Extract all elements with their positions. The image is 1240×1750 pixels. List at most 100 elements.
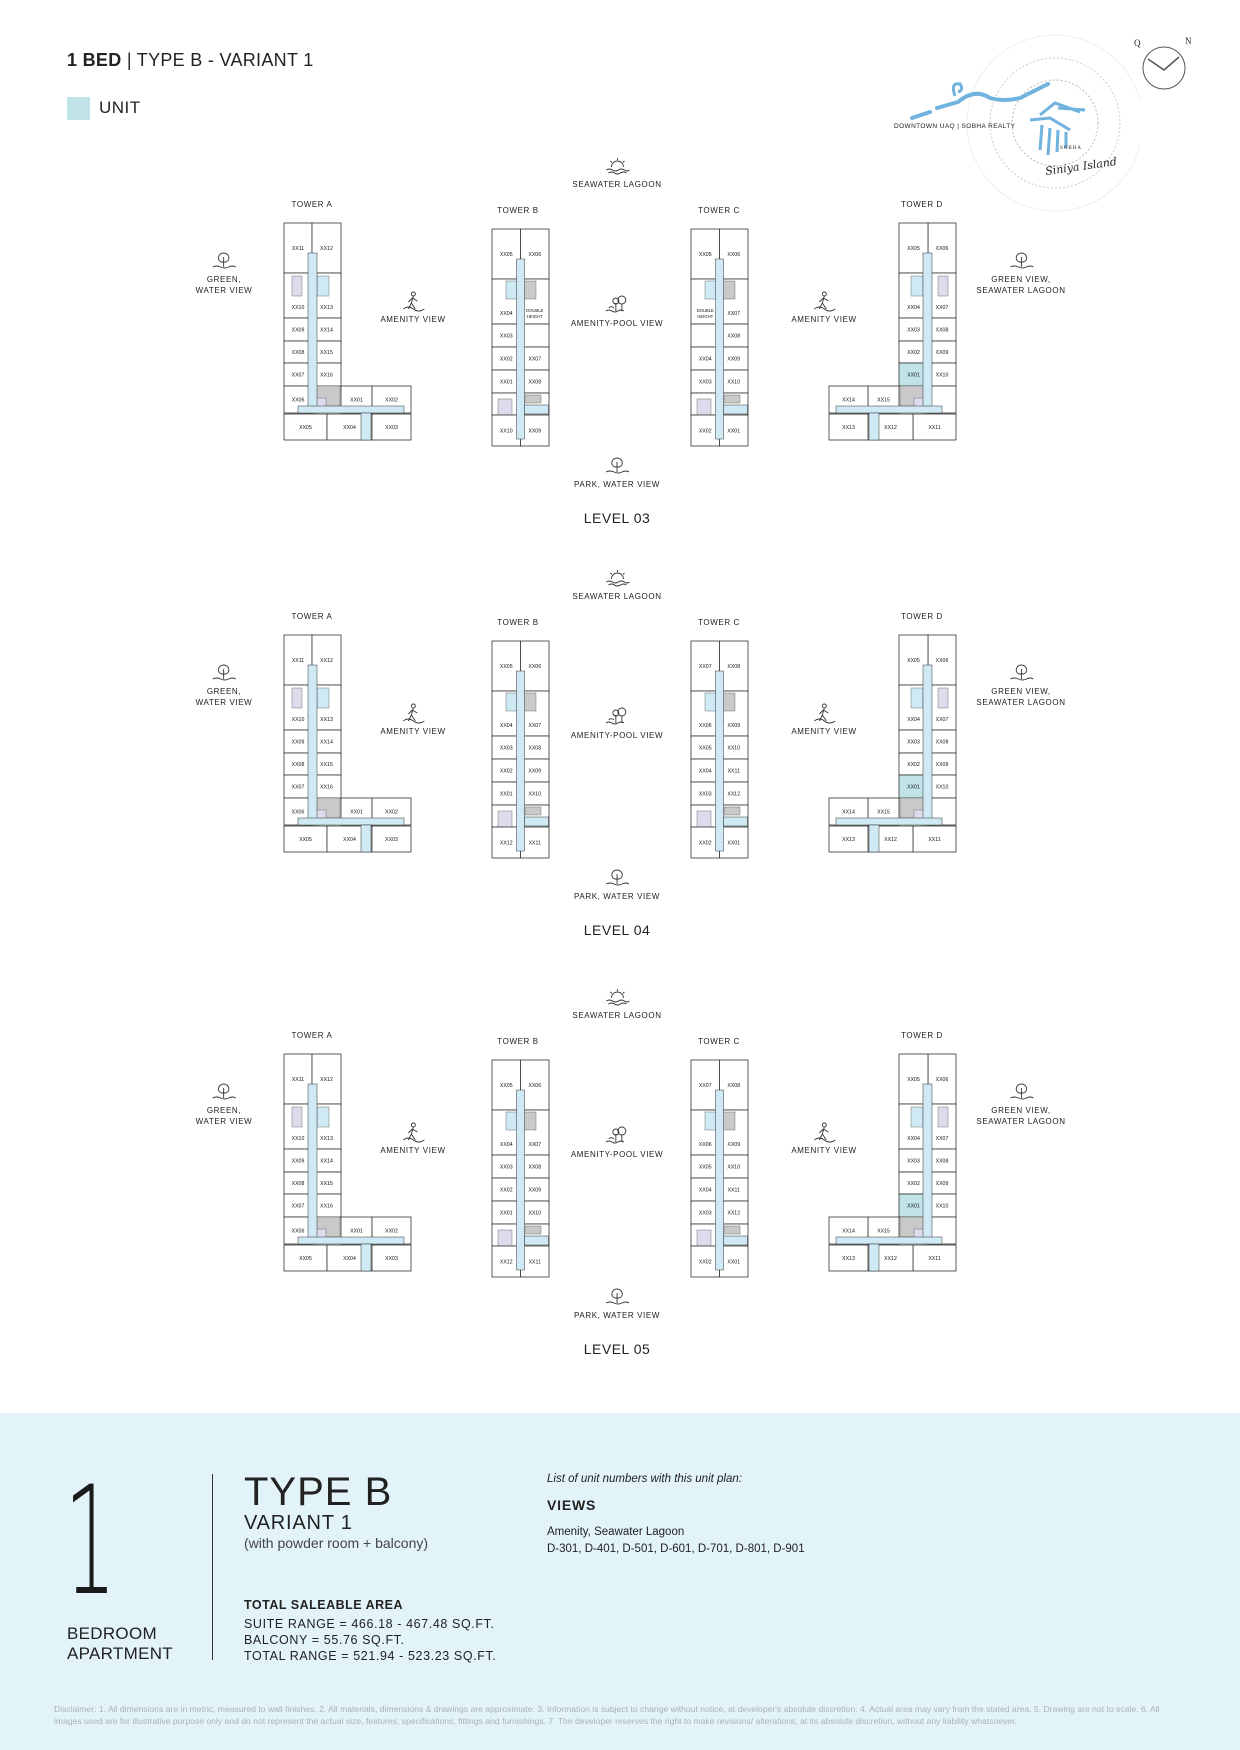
amenity-pool-view: AMENITY-POOL VIEW [571,294,663,329]
view-label: PARK, WATER VIEW [574,1311,660,1320]
unit-cell[interactable] [719,414,749,447]
unit-label: XX04 [500,1142,513,1148]
unit-cell[interactable] [719,1245,749,1278]
corridor [360,1243,372,1272]
unit-cell[interactable] [927,634,957,686]
unit-label: XX12 [320,658,333,664]
unit-cell[interactable] [690,414,720,447]
amenity-icon [402,703,425,724]
unit-cell[interactable] [283,1244,328,1272]
unit-cell[interactable] [283,634,313,686]
view-label: SEAWATER LAGOON [572,180,662,189]
unit-label: XX05 [299,1256,312,1262]
lobby [505,1111,519,1131]
corridor [524,816,549,827]
amenity-icon [813,1122,836,1143]
views-value: Amenity, Seawater Lagoon [547,1526,685,1538]
unit-cell[interactable] [283,222,313,274]
unit-label: XX13 [320,305,333,311]
unit-label: XX04 [500,311,513,317]
tower-d-plan: XX06XX05XX07XX04XX08XX03XX09XX02XX10XX01… [828,634,957,853]
unit-label: XX03 [500,334,513,340]
unit-label: XX08 [528,380,541,386]
unit-label: XX13 [320,717,333,723]
unit-label: XX07 [528,1142,541,1148]
unit-cell[interactable] [283,413,328,441]
unit-cell[interactable] [371,1244,412,1272]
sunset-icon [605,989,630,1006]
amenity-pool-view: AMENITY-POOL VIEW [571,1125,663,1160]
unit-label: XX14 [320,1159,333,1165]
view-label: GREEN VIEW, [991,275,1051,284]
unit-label: XX15 [320,350,333,356]
stair [291,1106,303,1128]
unit-cell[interactable] [520,228,550,280]
unit-legend-swatch [67,97,90,120]
key-map-caption: DOWNTOWN UAQ | SOBHA REALTY [894,123,1016,130]
corridor [524,1235,549,1246]
unit-label: XX08 [936,328,949,334]
unit-label: HEIGHT [527,314,543,319]
lobby [505,692,519,712]
tower-d-plan: XX06XX05XX07XX04XX08XX03XX09XX02XX10XX01… [828,222,957,441]
unit-cell[interactable] [719,228,749,280]
unit-cell[interactable] [927,222,957,274]
unit-cell[interactable] [912,413,957,441]
unit-cell[interactable] [690,1245,720,1278]
tree-icon [1009,664,1034,681]
unit-cell[interactable] [520,826,550,859]
unit-label: XX05 [699,1165,712,1171]
unit-cell[interactable] [520,640,550,692]
unit-label: XX01 [500,1211,513,1217]
view-label: GREEN VIEW, [991,687,1051,696]
unit-cell[interactable] [828,1244,869,1272]
unit-cell[interactable] [912,1244,957,1272]
seawater-lagoon-view: SEAWATER LAGOON [572,155,661,190]
unit-label: XX09 [292,1159,305,1165]
unit-cell[interactable] [371,413,412,441]
service-room [696,398,712,416]
unit-cell[interactable] [828,413,869,441]
divider [212,1474,213,1660]
unit-cell[interactable] [491,640,521,692]
unit-cell[interactable] [283,825,328,853]
unit-cell[interactable] [690,228,720,280]
tower-label: TOWER C [698,206,740,215]
unit-label: XX14 [842,398,855,404]
unit-label: XX02 [907,1181,920,1187]
unit-label: XX03 [500,746,513,752]
unit-label: XX12 [884,837,897,843]
unit-cell[interactable] [283,1053,313,1105]
stair [722,280,736,300]
unit-label: XX07 [936,717,949,723]
compass-icon [1142,46,1186,90]
tree-icon [1009,252,1034,269]
unit-cell[interactable] [927,1053,957,1105]
unit-label: XX09 [727,723,740,729]
unit-cell[interactable] [719,640,749,692]
unit-cell[interactable] [719,1059,749,1111]
lobby [910,275,924,297]
tower-label: TOWER D [901,200,943,209]
unit-label: XX09 [528,1188,541,1194]
unit-cell[interactable] [520,1059,550,1111]
unit-label: XX06 [936,658,949,664]
unit-label: XX03 [907,1159,920,1165]
unit-cell[interactable] [371,825,412,853]
compass-north: N [1185,36,1192,46]
unit-cell[interactable] [520,1245,550,1278]
unit-label: XX07 [936,305,949,311]
corridor [868,824,880,853]
unit-label: XX04 [907,305,920,311]
amenity-icon [813,291,836,312]
amenity-view: AMENITY VIEW [791,702,856,737]
unit-label: XX08 [936,1159,949,1165]
corridor [835,817,943,826]
unit-label: XX01 [727,841,740,847]
unit-cell[interactable] [828,825,869,853]
unit-label: XX08 [528,1165,541,1171]
